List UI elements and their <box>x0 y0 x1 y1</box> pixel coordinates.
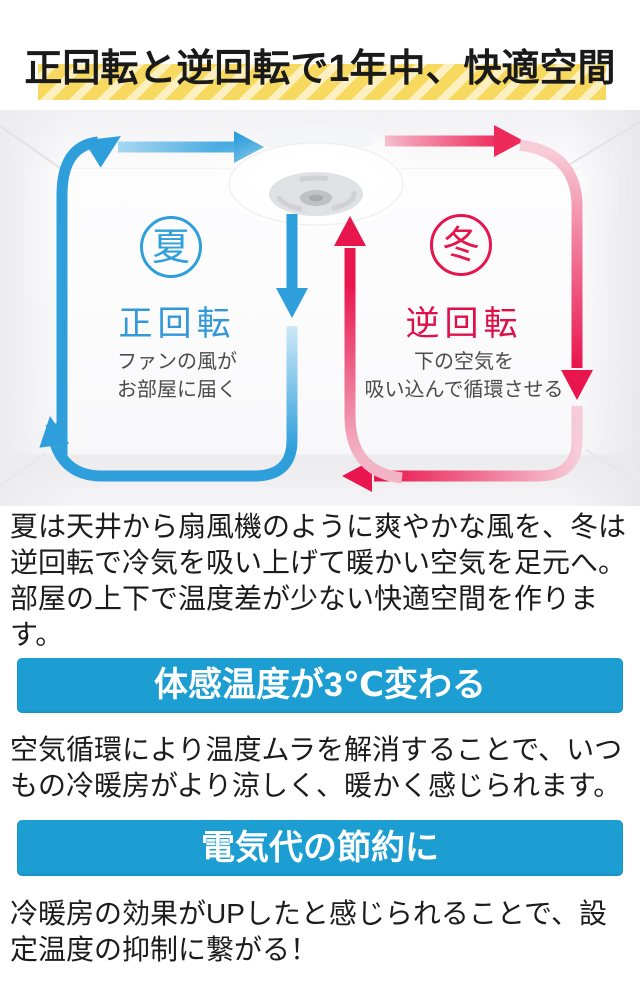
title-highlight-stripe <box>38 64 606 100</box>
summer-description: ファンの風が お部屋に届く <box>87 348 267 404</box>
intro-paragraph: 夏は天井から扇風機のように爽やかな風を、冬は逆回転で冷気を吸い上げて暖かい空気を… <box>10 511 627 650</box>
winter-desc-line1: 下の空気を <box>414 351 514 373</box>
summer-badge: 夏 <box>140 216 202 278</box>
section-heading-temperature: 体感温度が3℃変わる <box>17 658 623 713</box>
winter-airflow-arrow-up <box>334 216 403 484</box>
winter-desc-line2: 吸い込んで循環させる <box>364 379 564 401</box>
section-body-electricity: 冷暖房の効果がUPしたと感じられることで、設定温度の抑制に繋がる！ <box>10 898 607 965</box>
summer-desc-line2: お部屋に届く <box>117 379 237 401</box>
ceiling-fan-light <box>191 124 441 244</box>
airflow-diagram: 夏 冬 正回転 逆回転 ファンの風が お部屋に届く 下の空気を 吸い込んで循環さ… <box>0 110 640 506</box>
winter-description: 下の空気を 吸い込んで循環させる <box>347 348 581 404</box>
airflow-arrows-graphic <box>39 124 593 492</box>
winter-mode-label: 逆回転 <box>405 306 523 343</box>
summer-airflow-arrows-down <box>39 214 308 482</box>
page-title: 正回転と逆回転で1年中、快適空間 <box>24 48 616 90</box>
summer-desc-line1: ファンの風が <box>117 351 237 373</box>
winter-badge: 冬 <box>430 214 492 276</box>
summer-mode-label: 正回転 <box>118 306 236 343</box>
page-title-block: 正回転と逆回転で1年中、快適空間 <box>0 38 640 100</box>
section-body-temperature: 空気循環により温度ムラを解消することで、いつもの冷暖房がより涼しく、暖かく感じら… <box>10 734 623 801</box>
section-heading-electricity: 電気代の節約に <box>17 820 623 876</box>
